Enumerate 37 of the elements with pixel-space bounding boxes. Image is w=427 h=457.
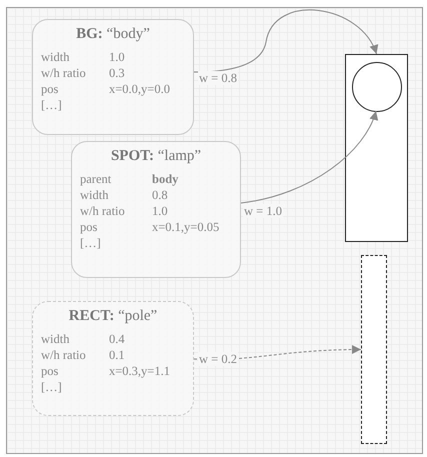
object-card bbox=[32, 301, 194, 416]
property-value: 0.4 bbox=[109, 332, 126, 347]
rectangle-shape bbox=[361, 255, 387, 444]
property-value: 0.8 bbox=[152, 188, 169, 203]
property-name: w/h ratio bbox=[41, 348, 87, 363]
property-name: pos bbox=[41, 364, 60, 379]
card-title: BG: “body” bbox=[75, 26, 151, 43]
property-value: 0.1 bbox=[109, 348, 126, 363]
property-value: 1.0 bbox=[152, 204, 169, 219]
property-name: w/h ratio bbox=[41, 66, 87, 81]
property-name: w/h ratio bbox=[80, 204, 126, 219]
property-name: […] bbox=[80, 236, 102, 251]
property-name: parent bbox=[80, 172, 112, 187]
rectangle-shape bbox=[345, 54, 408, 242]
property-name: pos bbox=[41, 82, 60, 97]
property-value: x=0.3,y=1.1 bbox=[109, 364, 171, 379]
property-value: 1.0 bbox=[109, 50, 126, 65]
property-value: body bbox=[152, 172, 180, 187]
property-name: […] bbox=[41, 98, 63, 113]
edge-label: w = 0.8 bbox=[198, 71, 238, 85]
property-value: x=0.1,y=0.05 bbox=[152, 220, 220, 235]
card-title: RECT: “pole” bbox=[68, 308, 158, 325]
property-name: pos bbox=[80, 220, 98, 235]
property-name: width bbox=[41, 50, 70, 65]
property-value: 0.3 bbox=[109, 66, 126, 81]
property-name: width bbox=[80, 188, 110, 203]
property-name: width bbox=[41, 332, 70, 347]
arrow bbox=[194, 10, 377, 72]
object-card bbox=[71, 141, 241, 278]
object-card bbox=[32, 19, 194, 135]
property-name: […] bbox=[41, 380, 63, 395]
circle-shape bbox=[352, 62, 402, 112]
edge-label: w = 1.0 bbox=[243, 204, 283, 218]
arrow bbox=[240, 110, 378, 204]
edge-label: w = 0.2 bbox=[198, 352, 238, 366]
property-value: x=0.0,y=0.0 bbox=[109, 82, 171, 97]
card-title: SPOT: “lamp” bbox=[110, 148, 202, 165]
